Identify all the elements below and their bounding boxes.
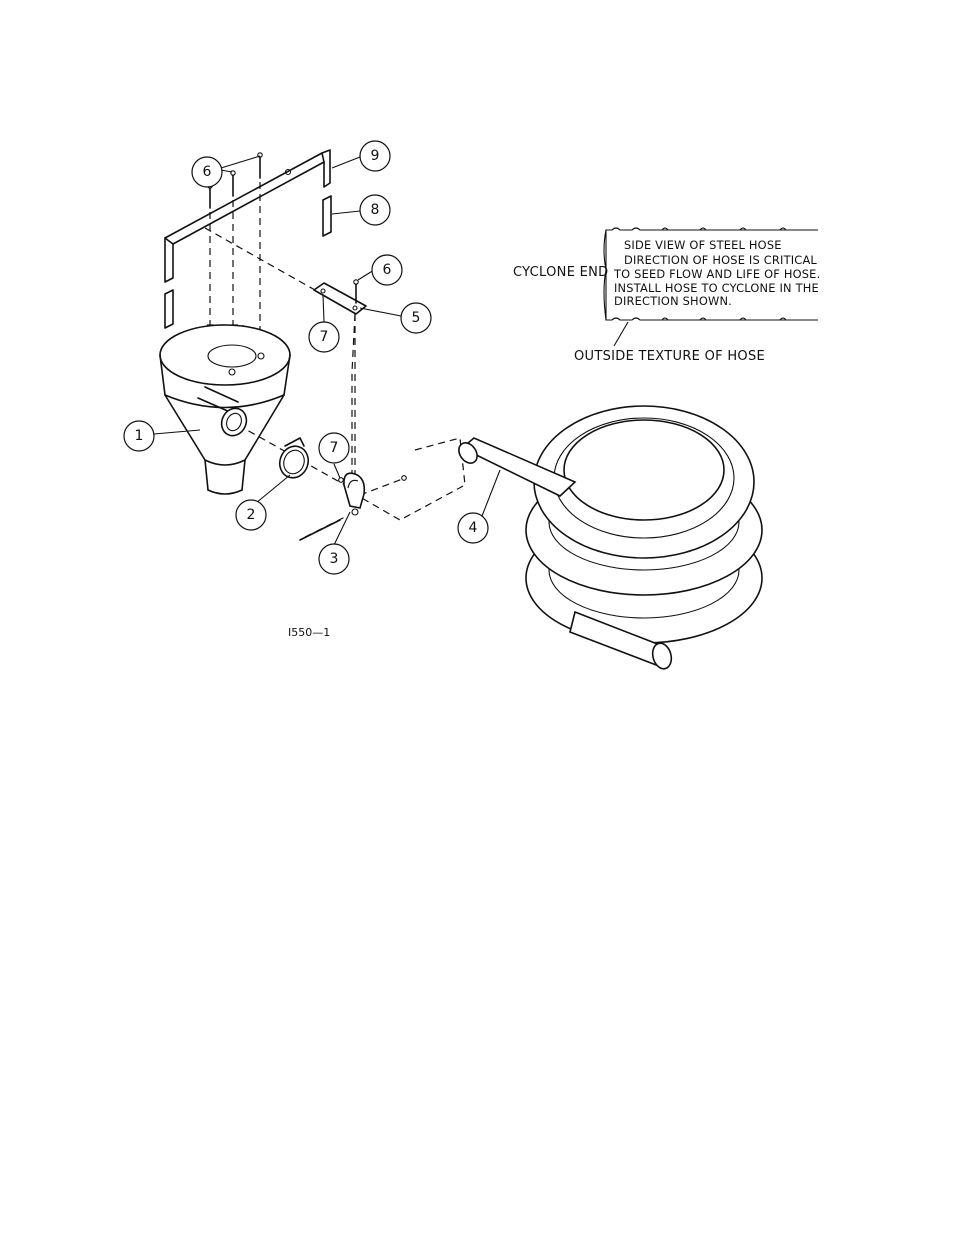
bracket-screws <box>208 153 291 208</box>
outside-texture-label: OUTSIDE TEXTURE OF HOSE <box>574 349 765 364</box>
balloon-4: 4 <box>458 513 488 543</box>
balloon-2-label: 2 <box>247 507 256 523</box>
balloon-6-upper-label: 6 <box>203 164 212 180</box>
balloon-5: 5 <box>401 303 431 333</box>
balloon-6-upper: 6 <box>192 157 222 187</box>
balloon-7-lower: 7 <box>319 433 349 463</box>
drawing-reference: I550—1 <box>288 626 330 639</box>
balloon-6-right-label: 6 <box>383 262 392 278</box>
rubber-pad-upper <box>323 196 331 236</box>
balloon-9: 9 <box>360 141 390 171</box>
balloon-2: 2 <box>236 500 266 530</box>
hose-clamp <box>275 438 312 482</box>
steel-hose-coil <box>455 406 762 671</box>
hose-note-line-2: DIRECTION OF HOSE IS CRITICAL <box>624 253 817 267</box>
rubber-pad-lower <box>165 290 173 328</box>
cyclone <box>160 325 290 494</box>
balloon-7-upper-label: 7 <box>320 329 329 345</box>
balloon-8: 8 <box>360 195 390 225</box>
hose-note-line-4: INSTALL HOSE TO CYCLONE IN THE <box>614 281 819 295</box>
hose-note-line-5: DIRECTION SHOWN. <box>614 294 732 308</box>
balloon-1: 1 <box>124 421 154 451</box>
balloon-9-label: 9 <box>371 148 380 164</box>
hose-note-line-3: TO SEED FLOW AND LIFE OF HOSE. <box>613 267 820 281</box>
balloon-8-label: 8 <box>371 202 380 218</box>
cyclone-end-label: CYCLONE END <box>513 265 609 280</box>
balloon-5-label: 5 <box>412 310 421 326</box>
balloon-7-upper: 7 <box>309 322 339 352</box>
clamp-plate <box>314 280 366 314</box>
mounting-bracket <box>165 150 330 282</box>
hanger-clamp <box>300 473 406 540</box>
balloon-6-right: 6 <box>372 255 402 285</box>
balloon-3: 3 <box>319 544 349 574</box>
balloon-7-lower-label: 7 <box>330 440 339 456</box>
balloon-4-label: 4 <box>469 520 478 536</box>
hose-note-line-1: SIDE VIEW OF STEEL HOSE <box>624 238 782 252</box>
balloon-3-label: 3 <box>330 551 339 567</box>
balloon-1-label: 1 <box>135 428 144 444</box>
